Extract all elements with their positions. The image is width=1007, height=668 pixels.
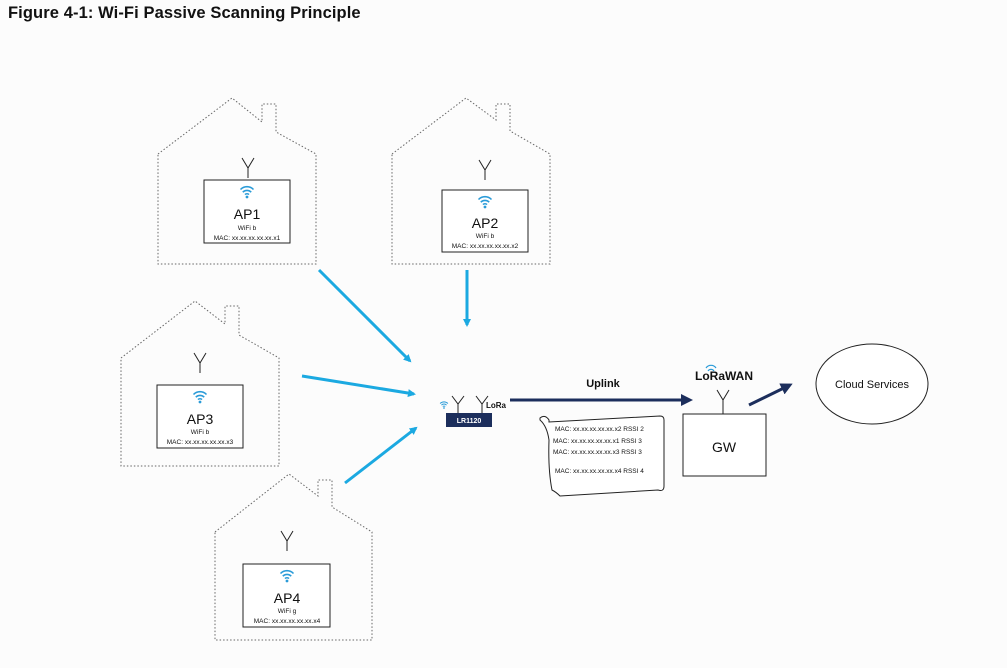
- ap2-mac: MAC: xx.xx.xx.xx.xx.x2: [452, 243, 519, 250]
- ap4-standard: WiFi g: [278, 608, 297, 615]
- ap1-standard: WiFi b: [238, 225, 257, 232]
- lora-label: LoRa: [486, 401, 507, 410]
- house-ap3: AP3 WiFi b MAC: xx.xx.xx.xx.xx.x3: [120, 300, 280, 467]
- ap3-standard: WiFi b: [191, 429, 210, 436]
- arrow-icon: [748, 383, 793, 407]
- uplink-label: Uplink: [586, 378, 620, 390]
- lr1120-device: LoRa LR1120: [439, 395, 507, 427]
- ap1-mac: MAC: xx.xx.xx.xx.xx.x1: [214, 235, 281, 242]
- scan-result-row: MAC: xx.xx.xx.xx.xx.x1 RSSI 3: [553, 438, 642, 445]
- antenna-icon: [716, 389, 730, 414]
- wifi-icon: [705, 364, 717, 372]
- house-ap2: AP2 WiFi b MAC: xx.xx.xx.xx.xx.x2: [391, 97, 551, 265]
- house-ap1: AP1 WiFi b MAC: xx.xx.xx.xx.xx.x1: [157, 97, 317, 265]
- antenna-icon: [193, 352, 207, 374]
- scan-result-row: MAC: xx.xx.xx.xx.xx.x3 RSSI 3: [553, 449, 642, 456]
- ap2-standard: WiFi b: [476, 233, 495, 240]
- antenna-icon: [478, 159, 492, 181]
- ap3-mac: MAC: xx.xx.xx.xx.xx.x3: [167, 439, 234, 446]
- gateway-label: GW: [712, 439, 737, 455]
- scan-results-scroll: MAC: xx.xx.xx.xx.xx.x2 RSSI 2 MAC: xx.xx…: [539, 415, 665, 497]
- gateway-box: [682, 413, 767, 477]
- wifi-icon: [439, 401, 449, 410]
- figure-title: Figure 4-1: Wi-Fi Passive Scanning Princ…: [8, 4, 361, 22]
- ap2-name: AP2: [472, 215, 499, 231]
- ap3-name: AP3: [187, 411, 214, 427]
- house-ap4: AP4 WiFi g MAC: xx.xx.xx.xx.xx.x4: [214, 473, 373, 641]
- arrow-icon: [344, 426, 418, 485]
- gateway: LoRaWAN GW: [682, 364, 767, 477]
- lorawan-logo: LoRaWAN: [695, 369, 753, 383]
- ap1-name: AP1: [234, 206, 261, 222]
- cloud-services: Cloud Services: [815, 343, 929, 425]
- ap4-mac: MAC: xx.xx.xx.xx.xx.x4: [254, 618, 321, 625]
- ap4-name: AP4: [274, 590, 301, 606]
- arrow-icon: [301, 374, 416, 397]
- scan-result-row: MAC: xx.xx.xx.xx.xx.x2 RSSI 2: [555, 426, 644, 433]
- antenna-icon: [280, 530, 294, 552]
- arrow-icon: [317, 268, 412, 363]
- antenna-icon: [451, 395, 465, 414]
- cloud-label: Cloud Services: [835, 379, 909, 391]
- scan-result-row: MAC: xx.xx.xx.xx.xx.x4 RSSI 4: [555, 468, 644, 475]
- ap1-box: [203, 179, 291, 244]
- antenna-icon: [241, 157, 255, 179]
- antenna-icon: [475, 395, 489, 414]
- lr1120-chip: [446, 413, 492, 427]
- lr1120-label: LR1120: [457, 418, 482, 425]
